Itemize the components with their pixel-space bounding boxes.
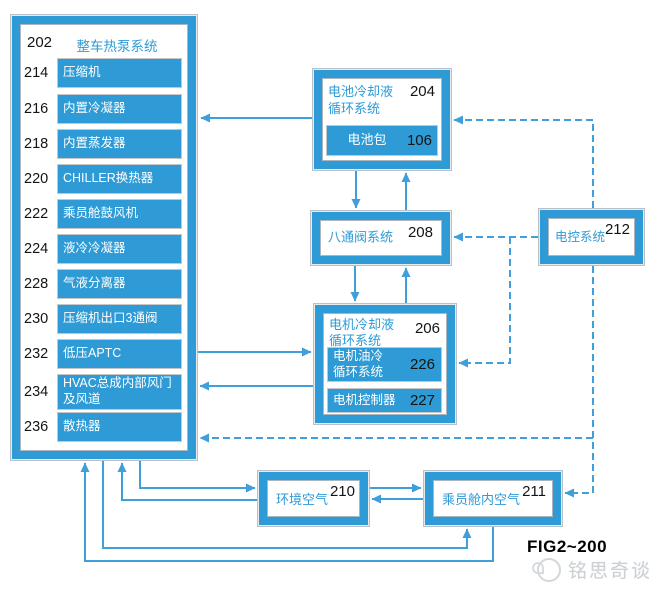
item-label-box: 气液分离器 bbox=[57, 269, 182, 299]
battery-system-pane: 电池冷却液循环系统 204 电池包 106 bbox=[322, 78, 442, 161]
watermark-text: 铭思奇谈 bbox=[568, 561, 653, 582]
item-row-inner-evaporator: 218 内置蒸发器 bbox=[21, 129, 187, 159]
item-row-outlet-3way-valve: 230 压缩机出口3通阀 bbox=[21, 304, 187, 334]
item-number: 220 bbox=[24, 171, 49, 187]
item-label-box: 液冷冷凝器 bbox=[57, 234, 182, 264]
item-label-box: CHILLER换热器 bbox=[57, 164, 182, 194]
motor-system-number: 206 bbox=[414, 320, 440, 337]
item-number: 230 bbox=[24, 311, 49, 327]
item-number: 236 bbox=[24, 419, 49, 435]
main-system-number: 202 bbox=[27, 34, 53, 51]
item-label: 液冷冷凝器 bbox=[63, 241, 126, 256]
item-label: 低压APTC bbox=[63, 346, 122, 361]
main-heat-pump-system-box: 202 整车热泵系统 214 压缩机 216 内置冷凝器 218 内置蒸发器 2… bbox=[10, 14, 198, 461]
cabin-air-label: 乘员舱内空气 bbox=[442, 491, 521, 507]
control-system-pane: 电控系统 212 bbox=[548, 218, 635, 256]
item-row-liquid-condenser: 224 液冷冷凝器 bbox=[21, 234, 187, 264]
valve-system-pane: 八通阀系统 208 bbox=[320, 220, 442, 256]
motor-system-pane: 电机冷却液循环系统 206 电机油冷循环系统 226 电机控制器 227 bbox=[323, 313, 447, 415]
ambient-air-box: 环境空气 210 bbox=[257, 470, 370, 527]
main-system-pane: 202 整车热泵系统 214 压缩机 216 内置冷凝器 218 内置蒸发器 2… bbox=[20, 24, 188, 451]
item-label: 散热器 bbox=[63, 419, 101, 434]
motor-controller-number: 227 bbox=[409, 392, 435, 409]
oil-cooling-number: 226 bbox=[409, 356, 435, 373]
item-row-gas-liquid-separator: 228 气液分离器 bbox=[21, 269, 187, 299]
electric-control-system-box: 电控系统 212 bbox=[538, 208, 645, 266]
item-label-box: 内置蒸发器 bbox=[57, 129, 182, 159]
dashed-control-to-cabin bbox=[564, 266, 594, 498]
motor-controller-box: 电机控制器 227 bbox=[327, 388, 442, 413]
item-label: CHILLER换热器 bbox=[63, 171, 154, 186]
line-ambient-to-main bbox=[117, 462, 257, 501]
watermark: 铭思奇谈 bbox=[532, 556, 653, 583]
battery-coolant-system-box: 电池冷却液循环系统 204 电池包 106 bbox=[312, 68, 452, 171]
dashed-control-to-battery bbox=[453, 115, 594, 208]
item-label-box: HVAC总成内部风门及风道 bbox=[57, 374, 182, 410]
item-row-hvac-ducts: 234 HVAC总成内部风门及风道 bbox=[21, 374, 187, 410]
item-label-box: 乘员舱鼓风机 bbox=[57, 199, 182, 229]
item-number: 232 bbox=[24, 346, 49, 362]
item-label-box: 压缩机出口3通阀 bbox=[57, 304, 182, 334]
item-row-radiator: 236 散热器 bbox=[21, 412, 187, 442]
battery-pack-number: 106 bbox=[406, 132, 432, 149]
cabin-air-number: 211 bbox=[522, 483, 546, 500]
item-row-cabin-blower: 222 乘员舱鼓风机 bbox=[21, 199, 187, 229]
item-number: 224 bbox=[24, 241, 49, 257]
item-number: 222 bbox=[24, 206, 49, 222]
item-number: 216 bbox=[24, 101, 49, 117]
item-label: HVAC总成内部风门及风道 bbox=[63, 376, 172, 406]
item-label-box: 内置冷凝器 bbox=[57, 94, 182, 124]
eight-way-valve-system-box: 八通阀系统 208 bbox=[310, 210, 452, 266]
battery-system-number: 204 bbox=[409, 83, 435, 100]
item-label: 乘员舱鼓风机 bbox=[63, 206, 139, 221]
item-row-inner-condenser: 216 内置冷凝器 bbox=[21, 94, 187, 124]
battery-system-label: 电池冷却液循环系统 bbox=[328, 84, 394, 116]
oil-cooling-label: 电机油冷循环系统 bbox=[333, 348, 384, 379]
motor-coolant-system-box: 电机冷却液循环系统 206 电机油冷循环系统 226 电机控制器 227 bbox=[313, 303, 457, 425]
motor-oil-cooling-box: 电机油冷循环系统 226 bbox=[327, 347, 442, 382]
item-label-box: 低压APTC bbox=[57, 339, 182, 369]
item-label-box: 散热器 bbox=[57, 412, 182, 442]
ambient-air-pane: 环境空气 210 bbox=[267, 480, 360, 517]
ambient-air-label: 环境空气 bbox=[276, 491, 329, 507]
item-number: 218 bbox=[24, 136, 49, 152]
valve-system-label: 八通阀系统 bbox=[328, 229, 394, 245]
item-label: 内置冷凝器 bbox=[63, 101, 126, 116]
item-number: 234 bbox=[24, 384, 49, 400]
battery-pack-box: 电池包 106 bbox=[326, 125, 438, 156]
item-label: 内置蒸发器 bbox=[63, 136, 126, 151]
battery-pack-label: 电池包 bbox=[347, 132, 387, 148]
ambient-air-number: 210 bbox=[329, 483, 355, 500]
control-system-label: 电控系统 bbox=[555, 229, 606, 244]
dashed-control-to-oil-cooling bbox=[458, 237, 511, 368]
item-number: 228 bbox=[24, 276, 49, 292]
figure-label: FIG2~200 bbox=[527, 537, 608, 556]
item-label: 气液分离器 bbox=[63, 276, 126, 291]
item-label-box: 压缩机 bbox=[57, 58, 182, 88]
item-row-chiller: 220 CHILLER换热器 bbox=[21, 164, 187, 194]
cabin-air-box: 乘员舱内空气 211 bbox=[423, 470, 563, 527]
line-main-to-ambient bbox=[139, 461, 256, 493]
item-label: 压缩机出口3通阀 bbox=[63, 311, 158, 326]
cabin-air-pane: 乘员舱内空气 211 bbox=[433, 480, 553, 517]
item-row-compressor: 214 压缩机 bbox=[21, 58, 187, 88]
item-number: 214 bbox=[24, 65, 49, 81]
main-system-title: 整车热泵系统 bbox=[76, 39, 158, 54]
control-system-number: 212 bbox=[604, 221, 630, 238]
watermark-logo-icon bbox=[532, 557, 561, 582]
valve-system-number: 208 bbox=[407, 224, 433, 241]
item-row-low-voltage-aptc: 232 低压APTC bbox=[21, 339, 187, 369]
item-label: 压缩机 bbox=[63, 65, 101, 80]
motor-system-label: 电机冷却液循环系统 bbox=[329, 317, 395, 349]
motor-controller-label: 电机控制器 bbox=[333, 392, 396, 407]
